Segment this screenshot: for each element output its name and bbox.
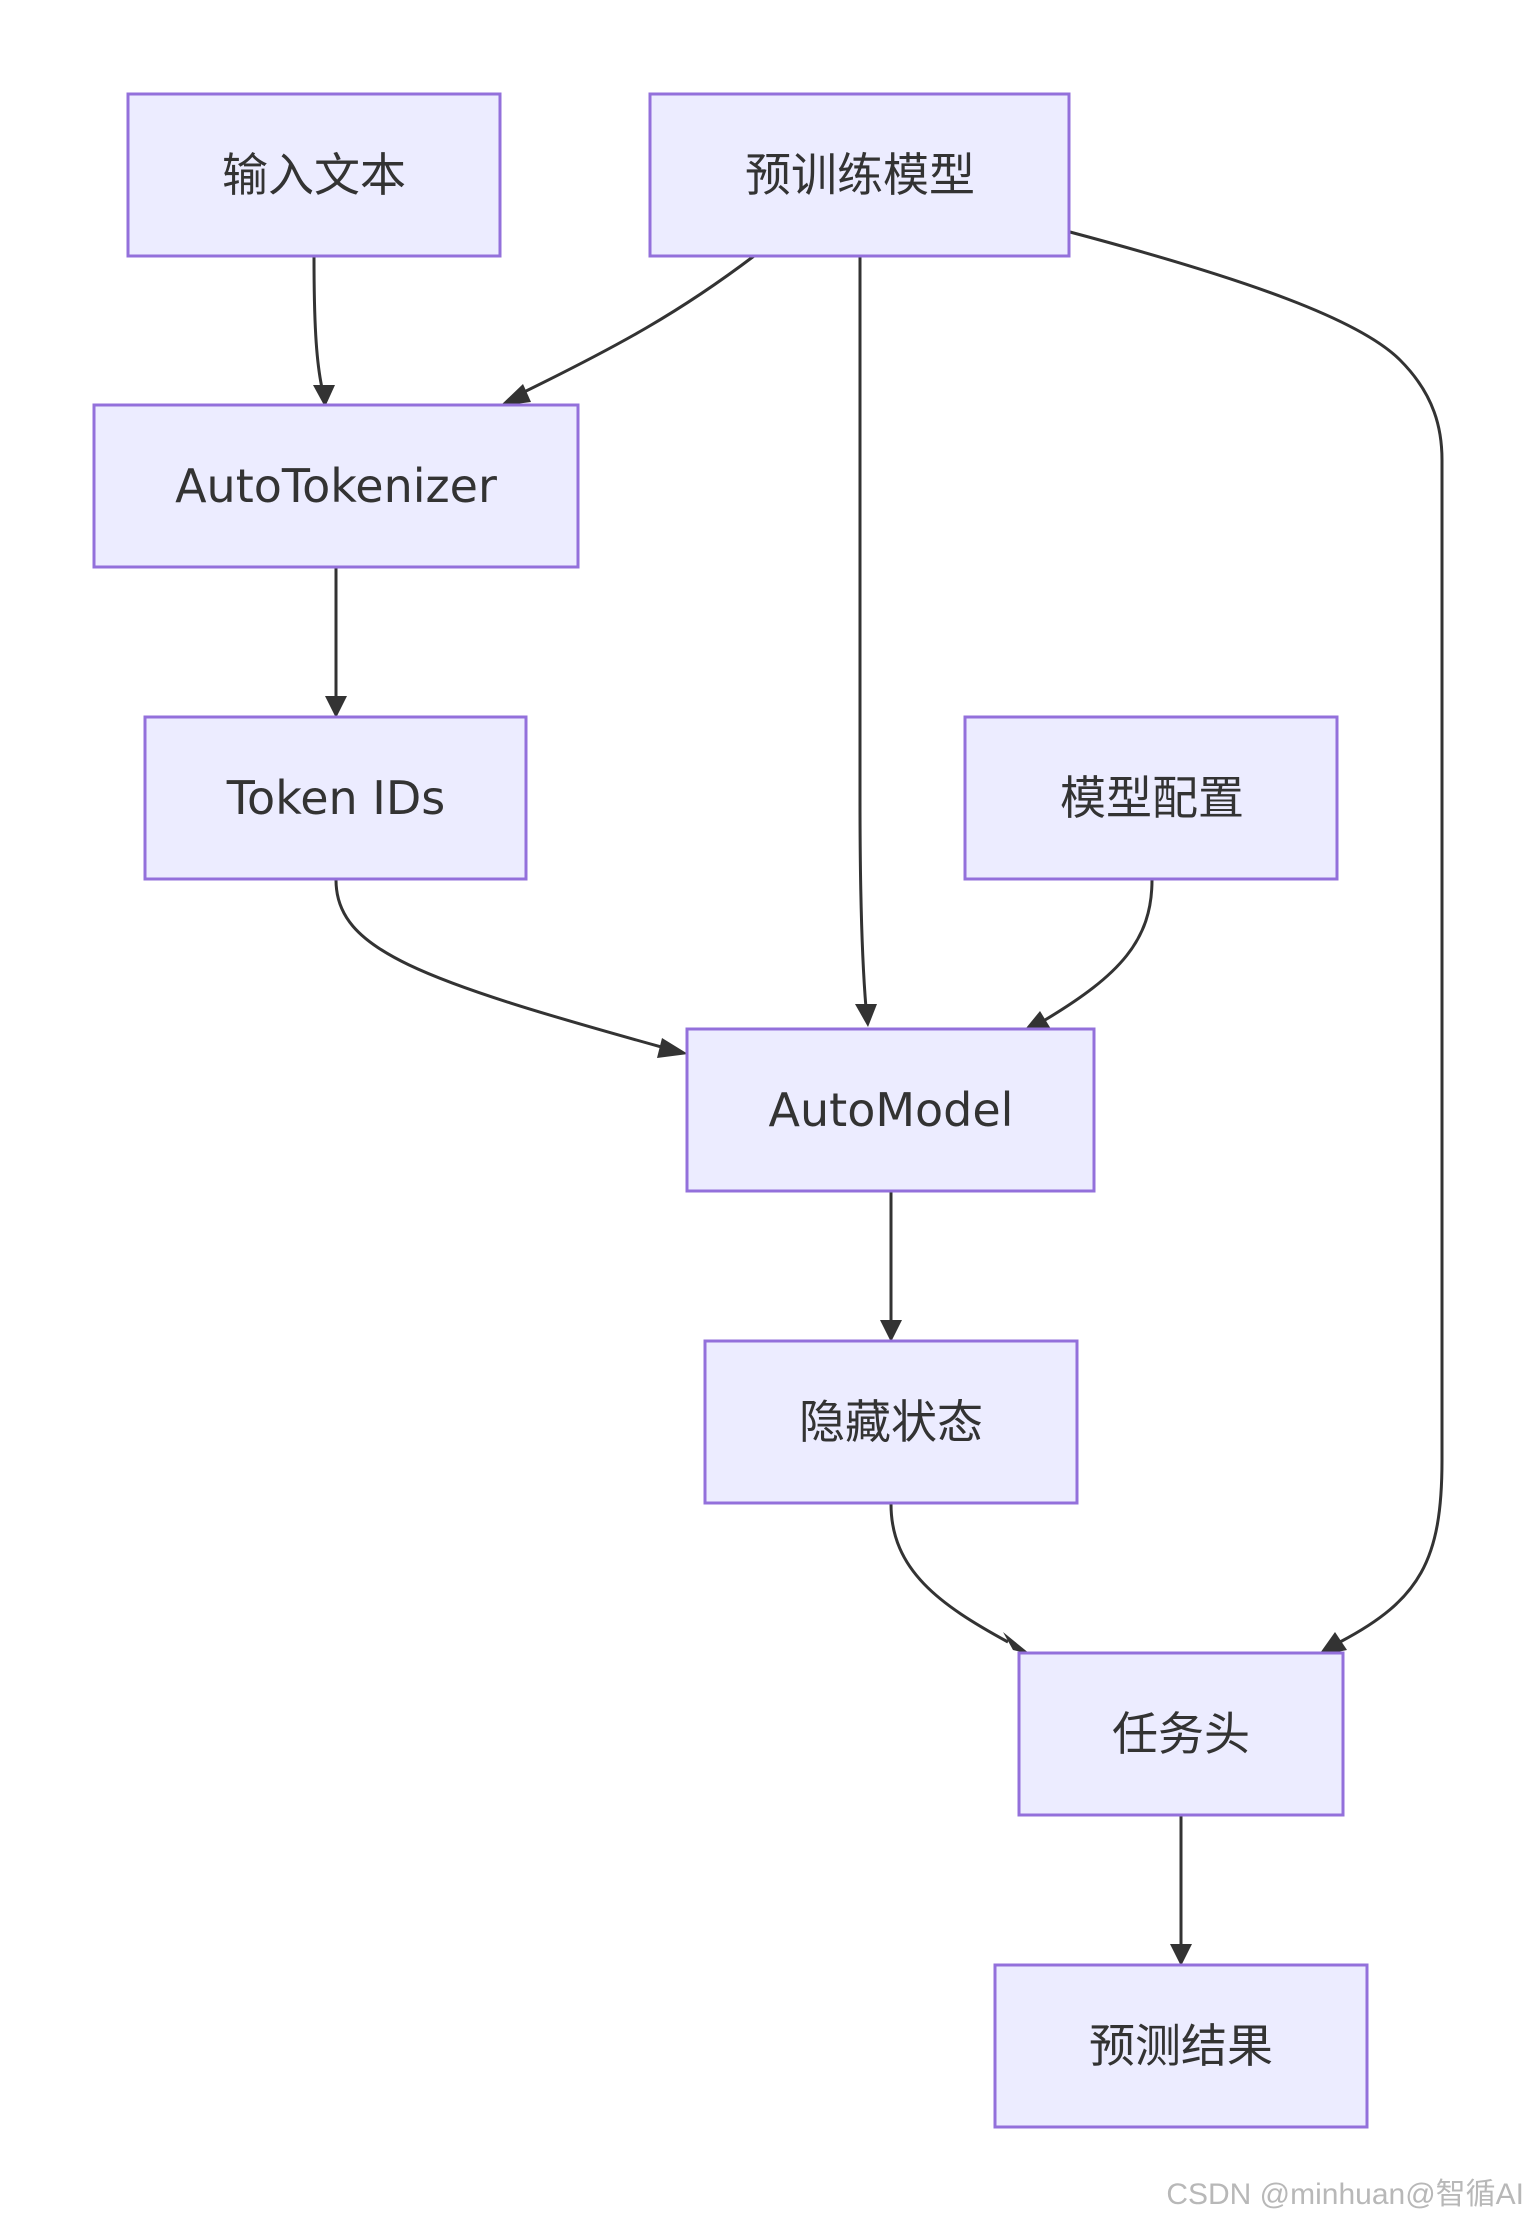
arrowhead-autotokenizer-from-input: [313, 385, 335, 407]
node-prediction: 预测结果: [993, 1963, 1369, 2129]
arrowhead-automodel-from-pretrained: [855, 1004, 877, 1027]
arrowhead-taskhead-from-hidden: [1003, 1632, 1030, 1654]
node-label: 预训练模型: [745, 148, 975, 202]
node-token-ids: Token IDs: [143, 715, 528, 881]
node-label: Token IDs: [226, 771, 445, 825]
edge-input-text-to-autotokenizer: [312, 255, 324, 389]
arrowhead-prediction: [1170, 1944, 1192, 1966]
arrowhead-autotokenizer-from-pretrained: [500, 384, 531, 406]
node-model-config: 模型配置: [963, 715, 1339, 881]
node-label: AutoModel: [769, 1083, 1014, 1137]
node-automodel: AutoModel: [685, 1027, 1096, 1193]
node-label: 隐藏状态: [799, 1395, 983, 1449]
node-label: 任务头: [1112, 1707, 1250, 1761]
arrowhead-taskhead-from-pretrained: [1318, 1632, 1347, 1656]
node-autotokenizer: AutoTokenizer: [92, 403, 580, 569]
arrowhead-tokenids: [325, 696, 347, 718]
edges: [312, 230, 1444, 1966]
edge-tokenids-to-automodel: [334, 879, 666, 1050]
arrowhead-automodel-from-tokenids: [657, 1038, 688, 1058]
watermark: CSDN @minhuan@智循AI: [1166, 2178, 1524, 2211]
arrowhead-hidden: [880, 1320, 902, 1342]
edge-pretrained-to-taskhead: [1069, 230, 1444, 1644]
node-label: 输入文本: [222, 148, 406, 202]
node-pretrained-model: 预训练模型: [648, 92, 1071, 258]
node-hidden-states: 隐藏状态: [703, 1339, 1079, 1505]
edge-config-to-automodel: [1044, 879, 1154, 1022]
node-label: AutoTokenizer: [175, 459, 497, 513]
node-input-text: 输入文本: [126, 92, 502, 258]
edge-pretrained-to-autotokenizer: [519, 254, 755, 396]
node-label: 预测结果: [1089, 2019, 1273, 2073]
edge-pretrained-to-automodel: [858, 256, 868, 1009]
node-task-head: 任务头: [1017, 1651, 1345, 1817]
node-label: 模型配置: [1060, 771, 1244, 825]
edge-hidden-to-taskhead: [889, 1503, 1009, 1644]
